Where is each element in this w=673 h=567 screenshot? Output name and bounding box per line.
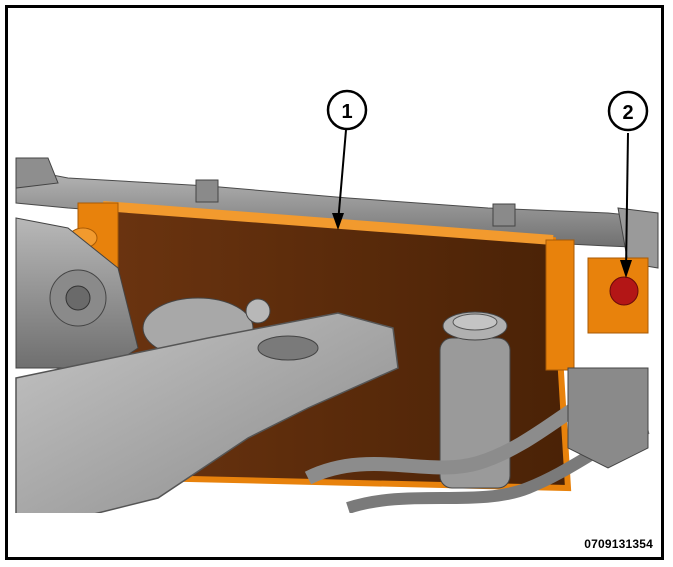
callout-1: 1	[326, 89, 368, 230]
engine-left-components	[15, 217, 139, 369]
coolant-hoses	[304, 367, 650, 514]
callout-2: 2	[607, 90, 649, 278]
callout-1-label: 1	[341, 101, 352, 123]
radiator-pressure-cap	[609, 276, 639, 306]
figure-id: 0709131354	[584, 537, 653, 551]
engine-bay-illustration: 1 2	[8, 89, 661, 557]
diagram-frame: 1 2 0709131354	[5, 5, 664, 560]
radiator-support-crossmember	[15, 157, 659, 269]
callout-2-label: 2	[622, 102, 633, 124]
